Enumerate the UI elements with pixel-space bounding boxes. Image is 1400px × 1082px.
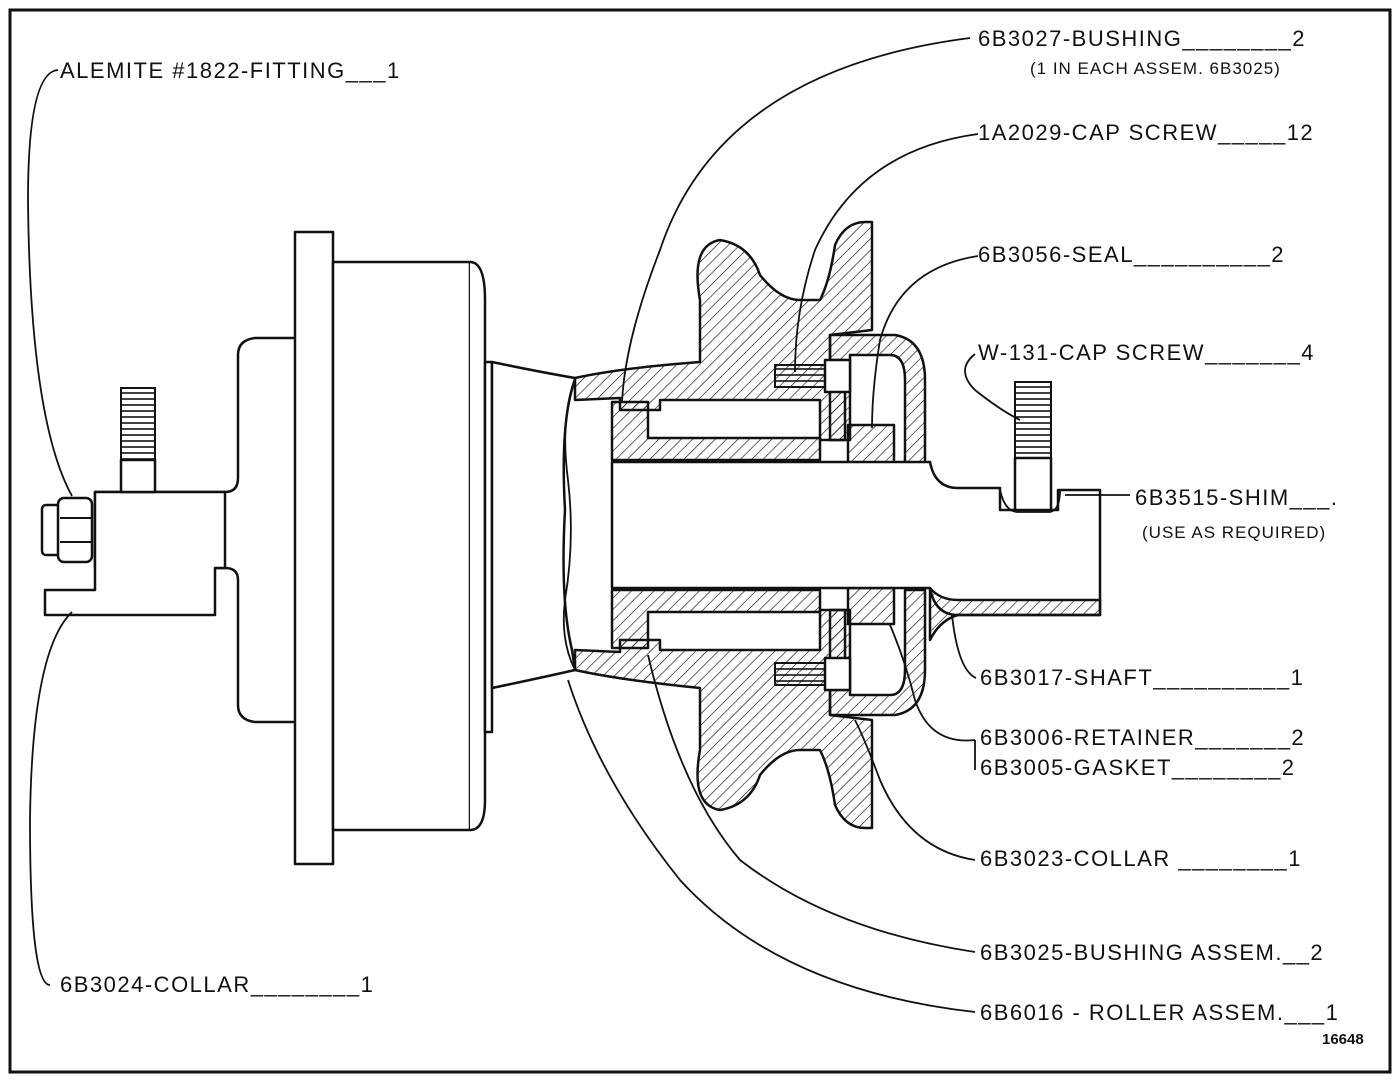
- callout-shim-note: (USE AS REQUIRED): [1142, 523, 1326, 542]
- callout-fitting: ALEMITE #1822-FITTING___1: [60, 58, 401, 83]
- callout-cap-screw-1a2029: 1A2029-CAP SCREW_____12: [978, 120, 1314, 145]
- callout-seal: 6B3056-SEAL__________2: [978, 242, 1285, 267]
- callout-shim: 6B3515-SHIM___.: [1135, 485, 1339, 510]
- figure-number: 16648: [1322, 1031, 1364, 1048]
- callout-retainer: 6B3006-RETAINER_______2: [980, 725, 1305, 750]
- callout-shaft: 6B3017-SHAFT__________1: [980, 665, 1304, 690]
- roller-flange: [293, 230, 335, 866]
- callout-gasket: 6B3005-GASKET________2: [980, 755, 1296, 780]
- callout-bushing-assem: 6B3025-BUSHING ASSEM.__2: [980, 940, 1324, 965]
- seal-upper: [846, 423, 896, 467]
- leader-lines: [27, 37, 1130, 1013]
- w131-cap-screw: [1014, 381, 1052, 459]
- drawing-frame: [8, 8, 1392, 1074]
- callout-bushing-6b3027: 6B3027-BUSHING________2: [978, 26, 1306, 51]
- sectioned-hub: [573, 220, 1102, 830]
- seal-lower: [846, 586, 896, 626]
- left-roller-body: [40, 230, 577, 866]
- callout-cap-screw-w131: W-131-CAP SCREW_______4: [978, 340, 1315, 365]
- callout-roller-assem: 6B6016 - ROLLER ASSEM.___1: [980, 1000, 1339, 1025]
- callout-bushing-note: (1 IN EACH ASSEM. 6B3025): [1030, 59, 1281, 78]
- callout-collar-6b3023: 6B3023-COLLAR ________1: [980, 846, 1302, 871]
- callout-collar-6b3024: 6B3024-COLLAR________1: [60, 972, 374, 997]
- left-stud: [120, 387, 156, 463]
